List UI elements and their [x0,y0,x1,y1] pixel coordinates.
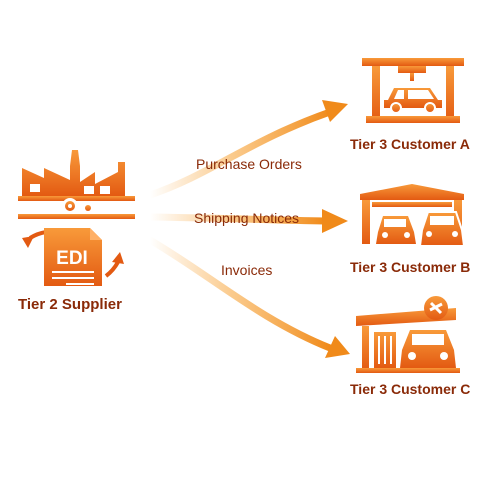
factory-icon [18,150,135,219]
customer-c-label: Tier 3 Customer C [350,381,471,397]
flow-label-shipping-notices: Shipping Notices [194,210,300,226]
car-factory-icon [362,58,464,123]
arrow-invoices [146,236,350,358]
customer-b-label: Tier 3 Customer B [350,259,471,275]
arrow-purchase-orders [146,100,348,199]
garage-icon [360,184,466,247]
repair-shop-icon [356,296,460,373]
arrow-shipping-notices [146,209,348,233]
edi-document-icon: EDI [22,228,124,286]
edi-badge-text: EDI [56,248,88,269]
customer-a-label: Tier 3 Customer A [350,136,470,152]
flow-label-invoices: Invoices [221,262,273,278]
supplier-label: Tier 2 Supplier [18,296,122,313]
flow-label-purchase-orders: Purchase Orders [196,156,302,172]
